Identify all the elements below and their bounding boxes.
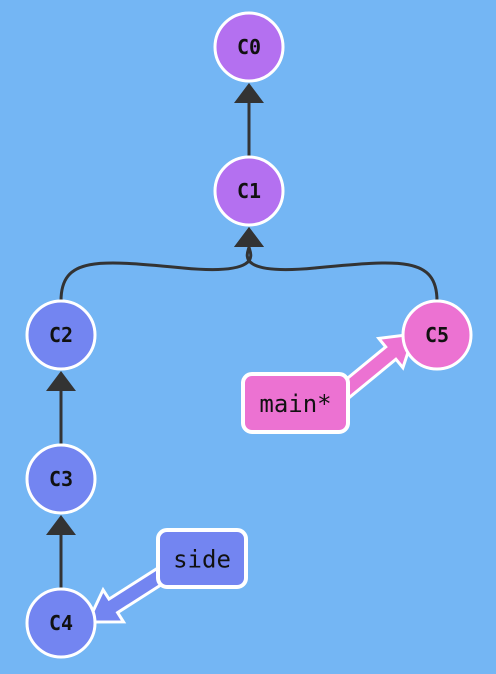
arrowhead-c5-c1	[234, 227, 264, 247]
commit-label-c1: C1	[237, 179, 261, 203]
branch-tags-layer: main* side	[156, 372, 350, 589]
commit-label-c5: C5	[425, 323, 449, 347]
branch-tag-main[interactable]: main*	[241, 372, 350, 434]
commit-label-c3: C3	[49, 467, 73, 491]
commit-label-c0: C0	[237, 35, 261, 59]
arrowhead-c1-c0	[234, 83, 264, 103]
branch-label-side: side	[173, 546, 231, 574]
commit-node-c1[interactable]: C1	[213, 155, 285, 227]
commit-node-c0[interactable]: C0	[213, 11, 285, 83]
arrowhead-c4-c3	[46, 515, 76, 535]
nodes-layer: C0 C1 C2 C3 C4 C5	[25, 11, 473, 659]
edge-c2-c1	[59, 246, 253, 302]
branch-label-main: main*	[259, 390, 331, 418]
commit-node-c3[interactable]: C3	[25, 443, 97, 515]
edges-layer	[46, 83, 439, 589]
commit-label-c4: C4	[49, 611, 73, 635]
arrowhead-c3-c2	[46, 371, 76, 391]
commit-node-c4[interactable]: C4	[25, 587, 97, 659]
commit-node-c2[interactable]: C2	[25, 299, 97, 371]
commit-label-c2: C2	[49, 323, 73, 347]
edge-c5-c1	[245, 246, 439, 302]
commit-node-c5[interactable]: C5	[401, 299, 473, 371]
branch-tag-side[interactable]: side	[156, 528, 248, 589]
